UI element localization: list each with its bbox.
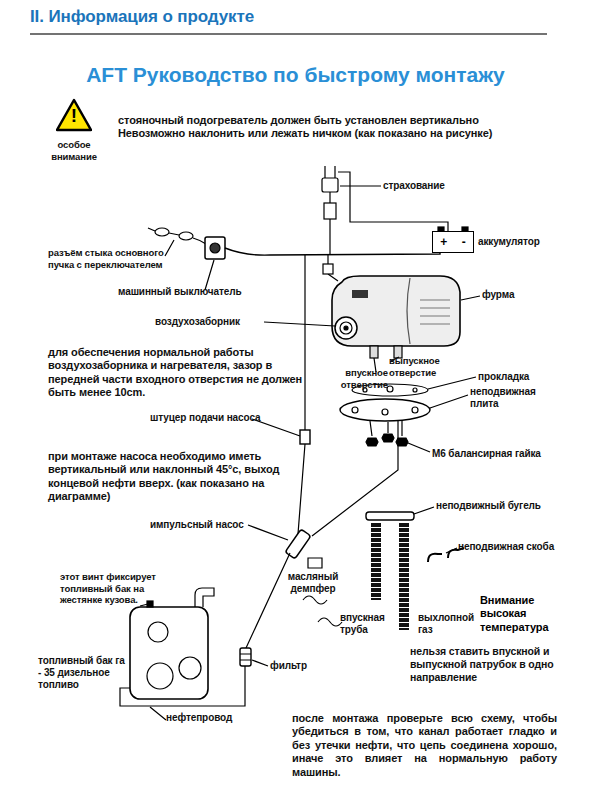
warning-sign: !: [56, 98, 92, 132]
leader-line: [408, 443, 430, 452]
part-label: фурма: [482, 289, 542, 301]
diagram-title: AFT Руководство по быстрому монтажу: [0, 62, 591, 87]
switch-knob: [210, 243, 220, 253]
air-intake: [340, 322, 352, 334]
tank-port: [148, 622, 168, 642]
note-text: для обеспечения нормальной работы воздух…: [48, 346, 303, 400]
leader-line: [264, 296, 480, 372]
part-label: штуцер подачи насоса: [150, 412, 300, 424]
leader-line: [165, 240, 214, 290]
m6-nut: [382, 434, 394, 442]
terminal-sign: +: [440, 236, 447, 248]
part-label: нефтепровод: [166, 712, 266, 724]
part-label: неподвижная скоба: [458, 541, 578, 553]
fuse-clip: [325, 166, 335, 178]
header-rule: [30, 33, 547, 35]
fixed-clamp: [366, 512, 414, 520]
part-label: масляный демпфер: [278, 571, 348, 595]
air-intake: [335, 317, 357, 339]
inlet-port: [370, 346, 378, 358]
leader-line: [414, 507, 457, 553]
part-label: неподвижная плита: [470, 386, 545, 410]
wire-connector: [323, 264, 333, 274]
part-label: М6 балансирная гайка: [432, 448, 572, 460]
part-label: впускное отверстие: [334, 367, 388, 390]
leader-line: [340, 185, 381, 186]
air-intake: [344, 326, 348, 330]
part-label: страхование: [383, 180, 493, 192]
part-label: топливный бак га - 35 дизельное топливо: [38, 655, 130, 692]
m6-nut: [366, 438, 378, 446]
part-label: выпускное отверстие: [389, 355, 451, 378]
plate-hole: [382, 409, 388, 415]
heater-body: [332, 276, 460, 346]
exhaust-pipe: [399, 522, 409, 630]
switch-body: [205, 237, 225, 259]
heater-logo: [352, 290, 368, 298]
leader-line: [140, 604, 148, 606]
pump-fitting: [300, 430, 310, 444]
tank-port: [179, 657, 201, 679]
pipe-ribs: [399, 522, 409, 630]
note-text: при монтаже насоса необходимо иметь верт…: [48, 450, 293, 504]
fuel-tank: [130, 607, 208, 699]
terminal-sign: -: [462, 236, 466, 248]
warning-triangle-outline: [57, 100, 91, 130]
filter-ribs: [240, 654, 251, 660]
intake-pipe: [371, 522, 381, 600]
pipe-clip: [303, 596, 342, 626]
part-label: фильтр: [270, 660, 330, 672]
tank-port: [147, 663, 173, 689]
part-label: импульсный насос: [150, 519, 270, 531]
section-header: II. Информация о продукте: [30, 7, 480, 28]
heater-vents: [420, 300, 450, 324]
plug-connector: [179, 232, 193, 240]
warning-caption: особое внимание: [44, 139, 104, 162]
part-label: воздухозаборник: [155, 316, 270, 328]
gasket-hole: [413, 388, 417, 392]
wire: [298, 255, 305, 534]
note-text: стояночный подогреватель должен быть уст…: [118, 114, 538, 141]
part-label: неподвижный бугель: [436, 500, 566, 512]
fuse-holder: [322, 178, 338, 192]
leader-line: [428, 377, 476, 408]
wire-harness: [225, 248, 440, 255]
battery-box: +-: [432, 231, 474, 253]
warning-mark: !: [56, 106, 92, 125]
wire: [329, 192, 330, 203]
heater-seam: [407, 278, 410, 344]
tank-neck: [195, 588, 214, 607]
fuse-connector: [324, 203, 336, 219]
plate-hole: [352, 407, 358, 413]
note-text: этот винт фиксирует топливный бак на жес…: [60, 571, 165, 606]
plate-hole: [412, 407, 418, 413]
mounting-plate: [340, 399, 430, 421]
note-text: нельзя ставить впускной и выпускной патр…: [410, 645, 560, 683]
part-label: прокладка: [478, 371, 568, 383]
oil-damper: [308, 558, 322, 568]
wire: [148, 228, 206, 244]
fuel-filter: [240, 648, 251, 666]
plug-connector: [155, 228, 169, 236]
note-text: после монтажа проверьте всю схему, чтобы…: [292, 712, 557, 779]
part-label: выхлопной газ: [418, 612, 482, 636]
part-label: разъём стыка основного пучка с переключа…: [48, 247, 170, 270]
part-label: машинный выключатель: [118, 286, 258, 298]
pipe-ribs: [371, 522, 381, 600]
part-label: впускная труба: [340, 612, 400, 636]
warning-label: Внимание высокая температура: [480, 594, 560, 634]
part-label: аккумулятор: [478, 236, 578, 248]
